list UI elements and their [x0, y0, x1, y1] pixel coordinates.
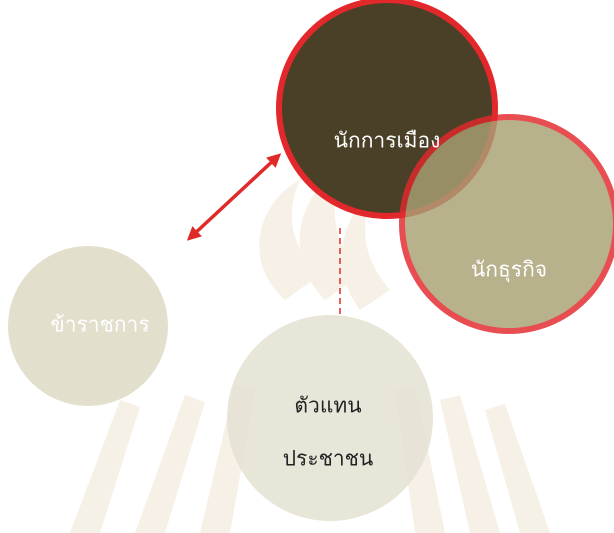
watermark-ray: [70, 400, 140, 533]
civil-servants-label: ข้าราชการ: [50, 312, 150, 337]
business-label: นักธุรกิจ: [470, 257, 548, 282]
representative-label-line1: ตัวแทน: [294, 393, 362, 418]
watermark-swirl: [341, 195, 390, 310]
civil-servants-circle: [8, 246, 168, 406]
watermark-ray: [440, 395, 500, 533]
politicians-label: นักการเมือง: [333, 128, 441, 153]
watermark-ray: [135, 395, 205, 533]
double-arrow-connector: [186, 153, 282, 241]
representative-label-line2: ประชาชน: [282, 446, 374, 471]
business-circle: [399, 114, 614, 334]
representative-circle: [227, 315, 433, 521]
watermark-ray: [485, 404, 550, 533]
